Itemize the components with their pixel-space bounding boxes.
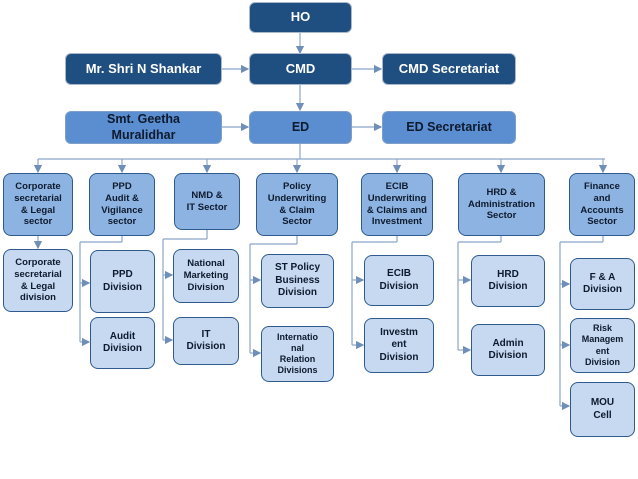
division-st-policy-business: ST Policy Business Division xyxy=(261,254,334,308)
division-ppd: PPD Division xyxy=(90,250,155,313)
sector-ppd-audit-vigilance: PPD Audit & Vigilance sector xyxy=(89,173,155,236)
sector-finance-accounts: Finance and Accounts Sector xyxy=(569,173,635,236)
sector-policy-underwriting: Policy Underwriting & Claim Sector xyxy=(256,173,338,236)
sector-corporate-secretarial: Corporate secretarial & Legal sector xyxy=(3,173,73,236)
chairman-box: Mr. Shri N Shankar xyxy=(65,53,222,85)
ed-person-box: Smt. Geetha Muralidhar xyxy=(65,111,222,144)
division-ecib: ECIB Division xyxy=(364,255,434,306)
ho-box: HO xyxy=(249,2,352,33)
division-f-and-a: F & A Division xyxy=(570,258,635,310)
division-national-marketing: National Marketing Division xyxy=(173,249,239,303)
division-mou-cell: MOU Cell xyxy=(570,382,635,437)
sector-hrd-administration: HRD & Administration Sector xyxy=(458,173,545,236)
division-international-relation: Internatio nal Relation Divisions xyxy=(261,326,334,382)
division-admin: Admin Division xyxy=(471,324,545,376)
sector-nmd-it: NMD & IT Sector xyxy=(174,173,240,230)
cmd-box: CMD xyxy=(249,53,352,85)
division-risk-management: Risk Managem ent Division xyxy=(570,318,635,373)
ed-box: ED xyxy=(249,111,352,144)
division-investment: Investm ent Division xyxy=(364,318,434,373)
sector-ecib-underwriting: ECIB Underwriting & Claims and Investmen… xyxy=(361,173,433,236)
cmd-secretariat-box: CMD Secretariat xyxy=(382,53,516,85)
division-corporate-secretarial-legal: Corporate secretarial & Legal division xyxy=(3,249,73,312)
division-it: IT Division xyxy=(173,317,239,365)
division-audit: Audit Division xyxy=(90,317,155,369)
ed-secretariat-box: ED Secretariat xyxy=(382,111,516,144)
division-hrd: HRD Division xyxy=(471,255,545,307)
